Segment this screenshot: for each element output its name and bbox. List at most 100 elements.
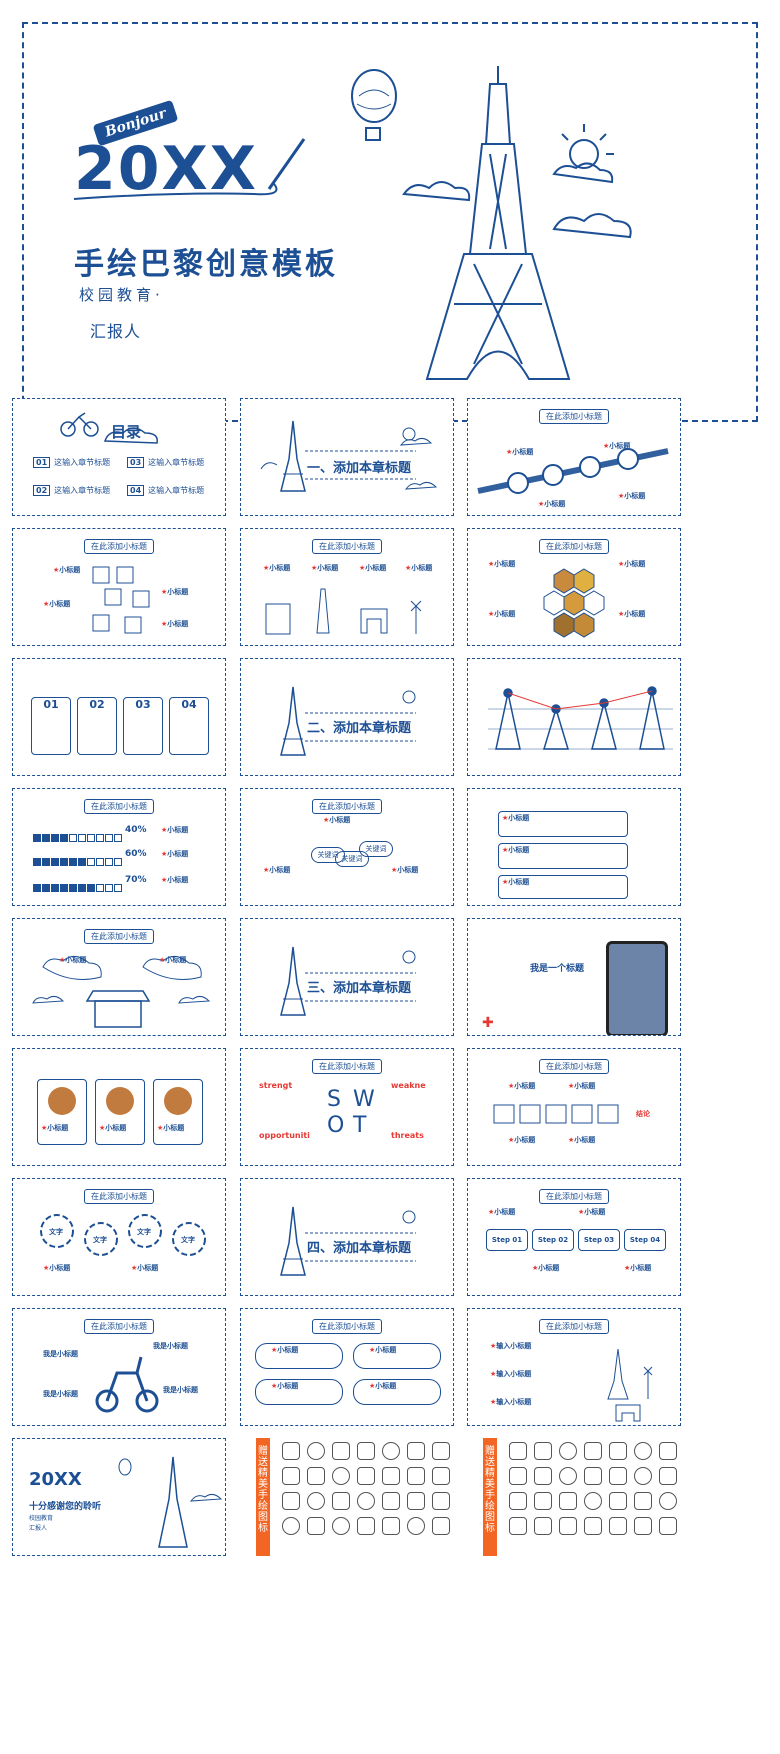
gift-icons-panel[interactable]: 赠送精美手绘图标 (467, 1438, 681, 1556)
subtitle-tag: ★小标题 (538, 500, 566, 508)
pin-icon (609, 1517, 627, 1535)
diamond-icon (382, 1442, 400, 1460)
slide-section-1[interactable]: 一、添加本章标题 (240, 398, 454, 516)
text-box (353, 1379, 441, 1405)
subtitle-tag: ★小标题 (43, 1264, 71, 1272)
gift-icons-panel[interactable]: 赠送精美手绘图标 (240, 1438, 454, 1556)
keyword-bubble: 关键词 (359, 841, 393, 857)
plus-icon: ✚ (482, 1015, 494, 1031)
slide-header: 在此添加小标题 (539, 1059, 609, 1074)
slide-inputs[interactable]: 在此添加小标题 ★输入小标题 ★输入小标题 ★输入小标题 (467, 1308, 681, 1426)
gear-label: 文字 (181, 1236, 195, 1244)
slide-swot[interactable]: 在此添加小标题 S W O T strengt weakne opportuni… (240, 1048, 454, 1166)
save-icon (509, 1492, 527, 1510)
slide-four-steps[interactable]: 01 02 03 04 (12, 658, 226, 776)
subtitle-tag: ★小标题 (488, 1208, 516, 1216)
settings-icon (407, 1492, 425, 1510)
slide-process[interactable]: 在此添加小标题 结论 ★小标题 ★小标题 ★小标题 ★小标题 (467, 1048, 681, 1166)
eiffel-tower-icon (280, 946, 416, 1016)
subtitle-tag: ★小标题 (53, 566, 81, 574)
slide-section-3[interactable]: 三、添加本章标题 (240, 918, 454, 1036)
input-title: ★输入小标题 (490, 1398, 532, 1406)
scooter-label: 我是小标题 (163, 1386, 198, 1394)
step-card: 03 (123, 697, 163, 755)
battery-icon (659, 1467, 677, 1485)
swot-letter: W (353, 1087, 375, 1112)
cover-slide: Bonjour 20XX 手绘巴黎创意模板 校园教育· 汇报人 (22, 22, 758, 422)
slide-header: 在此添加小标题 (539, 1319, 609, 1334)
text-box (353, 1343, 441, 1369)
subtitle-tag: ★小标题 (502, 878, 530, 886)
slide-steps[interactable]: 在此添加小标题 Step 01 Step 02 Step 03 Step 04 … (467, 1178, 681, 1296)
slide-percent[interactable]: 在此添加小标题 40% 60% 70% ★小标题 ★小标题 ★小标题 (12, 788, 226, 906)
bicycle-icon (60, 412, 158, 444)
slide-landmarks[interactable]: 在此添加小标题 ★小标题 ★小标题 ★小标题 ★小标题 (240, 528, 454, 646)
phone-icon (432, 1517, 450, 1535)
cover-title: 手绘巴黎创意模板 (74, 247, 338, 282)
bulb-icon (584, 1442, 602, 1460)
shop-icon (32, 956, 211, 1028)
heading-right: 我是一个标题 (530, 964, 585, 974)
lock-icon (307, 1517, 325, 1535)
slide-section-4[interactable]: 四、添加本章标题 (240, 1178, 454, 1296)
wallet-icon (382, 1492, 400, 1510)
gavel-icon (357, 1467, 375, 1485)
umbrella-icon (332, 1467, 350, 1485)
slide-four-boxes[interactable]: 在此添加小标题 ★小标题 ★小标题 ★小标题 ★小标题 (240, 1308, 454, 1426)
slide-header: 在此添加小标题 (312, 1059, 382, 1074)
text-bubble (498, 843, 628, 869)
gears-graphic (40, 1214, 206, 1256)
slide-bubbles[interactable]: ★小标题 ★小标题 ★小标题 (467, 788, 681, 906)
text-box (255, 1379, 343, 1405)
slide-cones[interactable] (467, 658, 681, 776)
target-icon (584, 1492, 602, 1510)
slide-shop[interactable]: 在此添加小标题 ★小标题 ★小标题 (12, 918, 226, 1036)
slide-hexagons[interactable]: 在此添加小标题 ★小标题 ★小标题 ★小标题 ★小标题 (467, 528, 681, 646)
subtitle-tag: ★小标题 (161, 620, 189, 628)
process-graphic (493, 1104, 619, 1124)
cover-year: 20XX (74, 134, 259, 204)
paperclip-icon (584, 1467, 602, 1485)
swot-label: weakne (391, 1081, 426, 1090)
slide-header: 在此添加小标题 (539, 1189, 609, 1204)
slide-timeline[interactable]: 在此添加小标题 ★小标题 ★小标题 ★小标题 ★小标题 (467, 398, 681, 516)
tag-icon (609, 1442, 627, 1460)
scooter-label: 我是小标题 (43, 1390, 78, 1398)
subtitle-tag: ★小标题 (323, 816, 351, 824)
swot-letter: O (327, 1113, 345, 1138)
folder-icon (659, 1442, 677, 1460)
slide-phone[interactable]: 我是一个标题 ✚ (467, 918, 681, 1036)
layers-icon (609, 1492, 627, 1510)
gold-icon (407, 1467, 425, 1485)
subtitle-tag: ★小标题 (263, 866, 291, 874)
slide-scooter[interactable]: 在此添加小标题 我是小标题 我是小标题 我是小标题 我是小标题 (12, 1308, 226, 1426)
slide-section-2[interactable]: 二、添加本章标题 (240, 658, 454, 776)
slide-keywords[interactable]: 在此添加小标题 关键词 关键词 关键词 ★小标题 ★小标题 ★小标题 (240, 788, 454, 906)
slide-gears[interactable]: 在此添加小标题 文字 文字 文字 文字 ★小标题 ★小标题 (12, 1178, 226, 1296)
slide-flow[interactable]: 在此添加小标题 ★小标题 ★小标题 ★小标题 ★小标题 (12, 528, 226, 646)
printer-icon (432, 1442, 450, 1460)
cover-illustration (73, 66, 632, 380)
cloud-icon (634, 1467, 652, 1485)
subtitle-tag: ★小标题 (271, 1346, 299, 1354)
landmarks-graphic (265, 588, 422, 635)
swot-letter: S (327, 1087, 341, 1112)
gift-band: 赠送精美手绘图标 (256, 1438, 270, 1556)
subtitle-tag: ★小标题 (578, 1208, 606, 1216)
portrait-photo (48, 1087, 76, 1115)
phone-image (606, 941, 668, 1035)
step-card: 02 (77, 697, 117, 755)
slide-portraits[interactable]: ★小标题 ★小标题 ★小标题 (12, 1048, 226, 1166)
subtitle-tag: ★小标题 (618, 492, 646, 500)
percent-value: 70% (125, 875, 147, 885)
eiffel-tower-icon (280, 1206, 416, 1276)
slide-ending[interactable]: 20XX 十分感谢您的聆听 校园教育 汇报人 (12, 1438, 226, 1556)
clock-icon (307, 1442, 325, 1460)
image-icon (534, 1517, 552, 1535)
subtitle-tag: ★小标题 (161, 826, 189, 834)
